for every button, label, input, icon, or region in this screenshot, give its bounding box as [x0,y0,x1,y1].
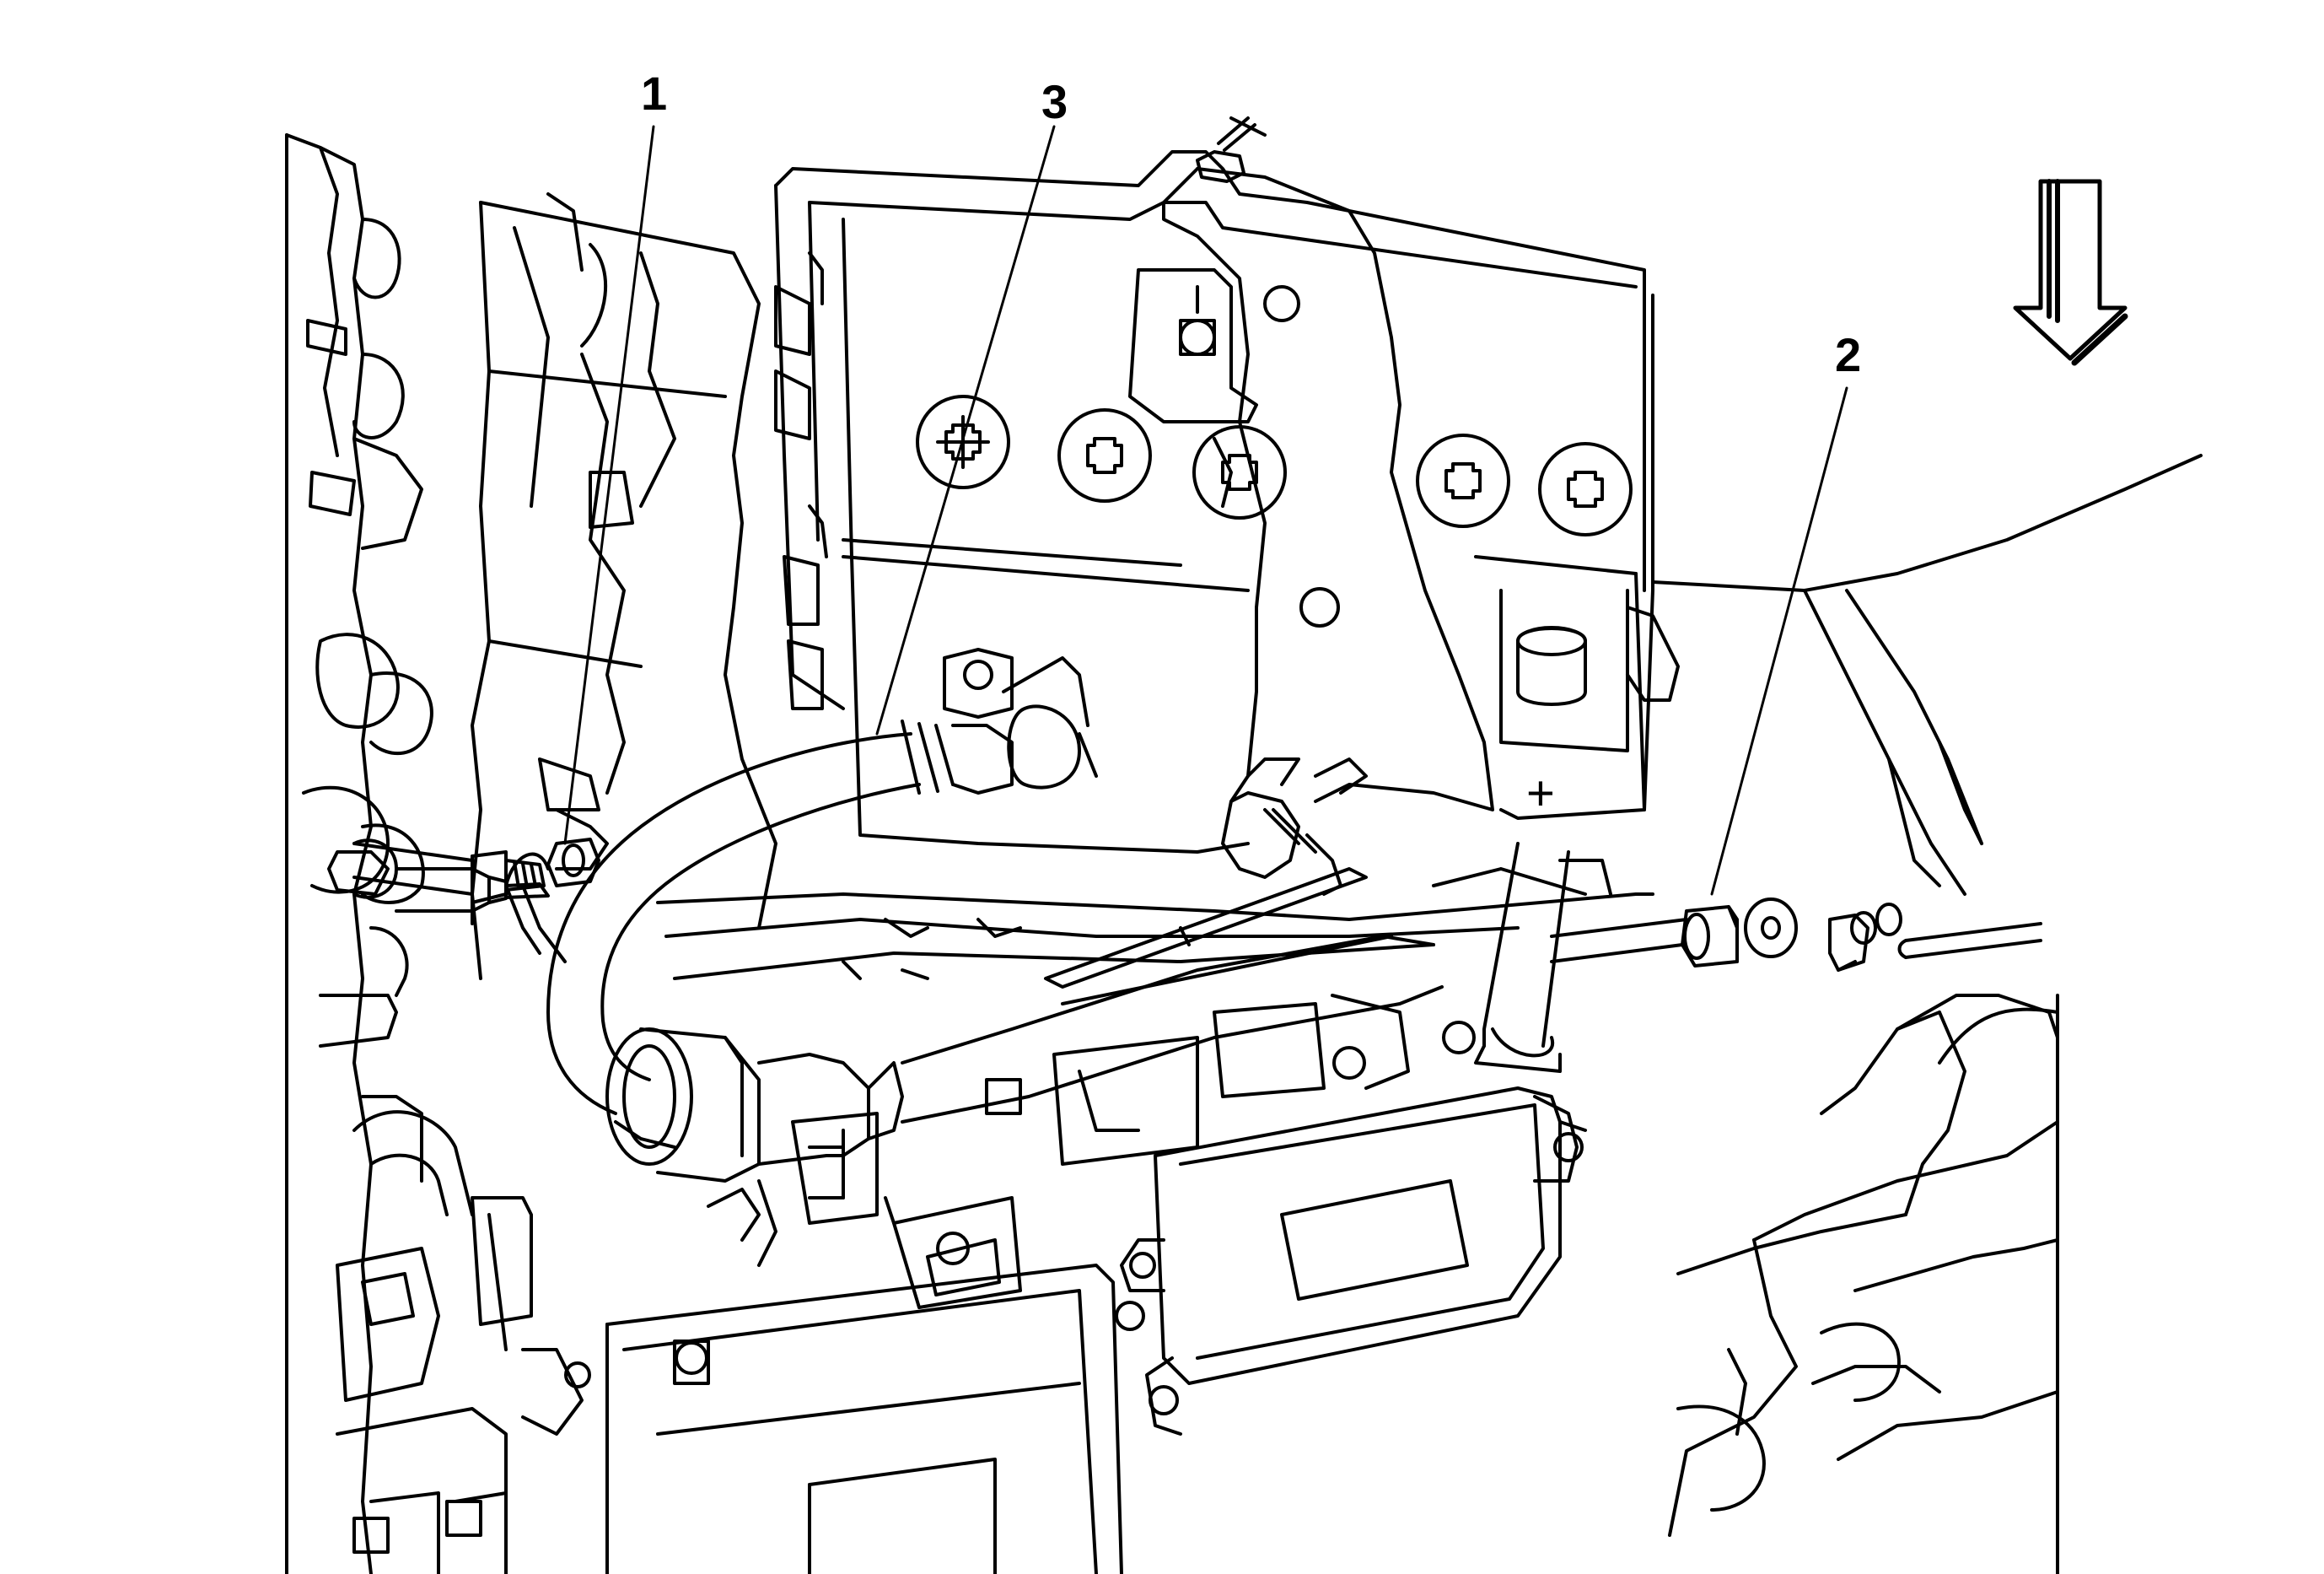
electrical-center [605,994,1476,1574]
hold-down-bolt [1196,116,1267,183]
leader-line-3 [875,125,1056,736]
fuse-block [1120,1086,1587,1436]
cable-grommet [605,1027,761,1183]
negative-terminal [943,648,1098,790]
callout-1: 1 [641,67,667,120]
coolant-hoses [336,1110,591,1574]
positive-polarity-mark: + [1526,766,1555,821]
nut-1 [546,838,600,887]
terminal-washer-2 [1744,898,1798,958]
battery-vent-cap [1416,434,1510,528]
cable-bolt-assembly-left [352,842,567,963]
leader-line-1 [563,125,655,845]
terminal-nut-2 [1681,905,1739,968]
battery-hold-down-bracket [1128,116,1494,811]
battery-vent-cap [1192,425,1287,520]
battery-vent-cap [1057,408,1152,503]
callout-2: 2 [1835,328,1861,381]
leader-line-2 [1710,386,1848,896]
battery-vent-cap [1538,442,1633,536]
battery-tray [656,859,1654,1005]
battery [774,150,1680,854]
callout-3: 3 [1041,75,1068,128]
terminal-rod-2 [1550,918,2042,963]
down-arrow-icon [2013,179,2128,366]
body-panel-right [1651,454,2203,1574]
engine-left-structure [285,133,550,1574]
positive-terminal [1499,589,1680,752]
terminal-stud-2 [1828,903,1902,972]
vertical-cable [1474,842,1570,1073]
